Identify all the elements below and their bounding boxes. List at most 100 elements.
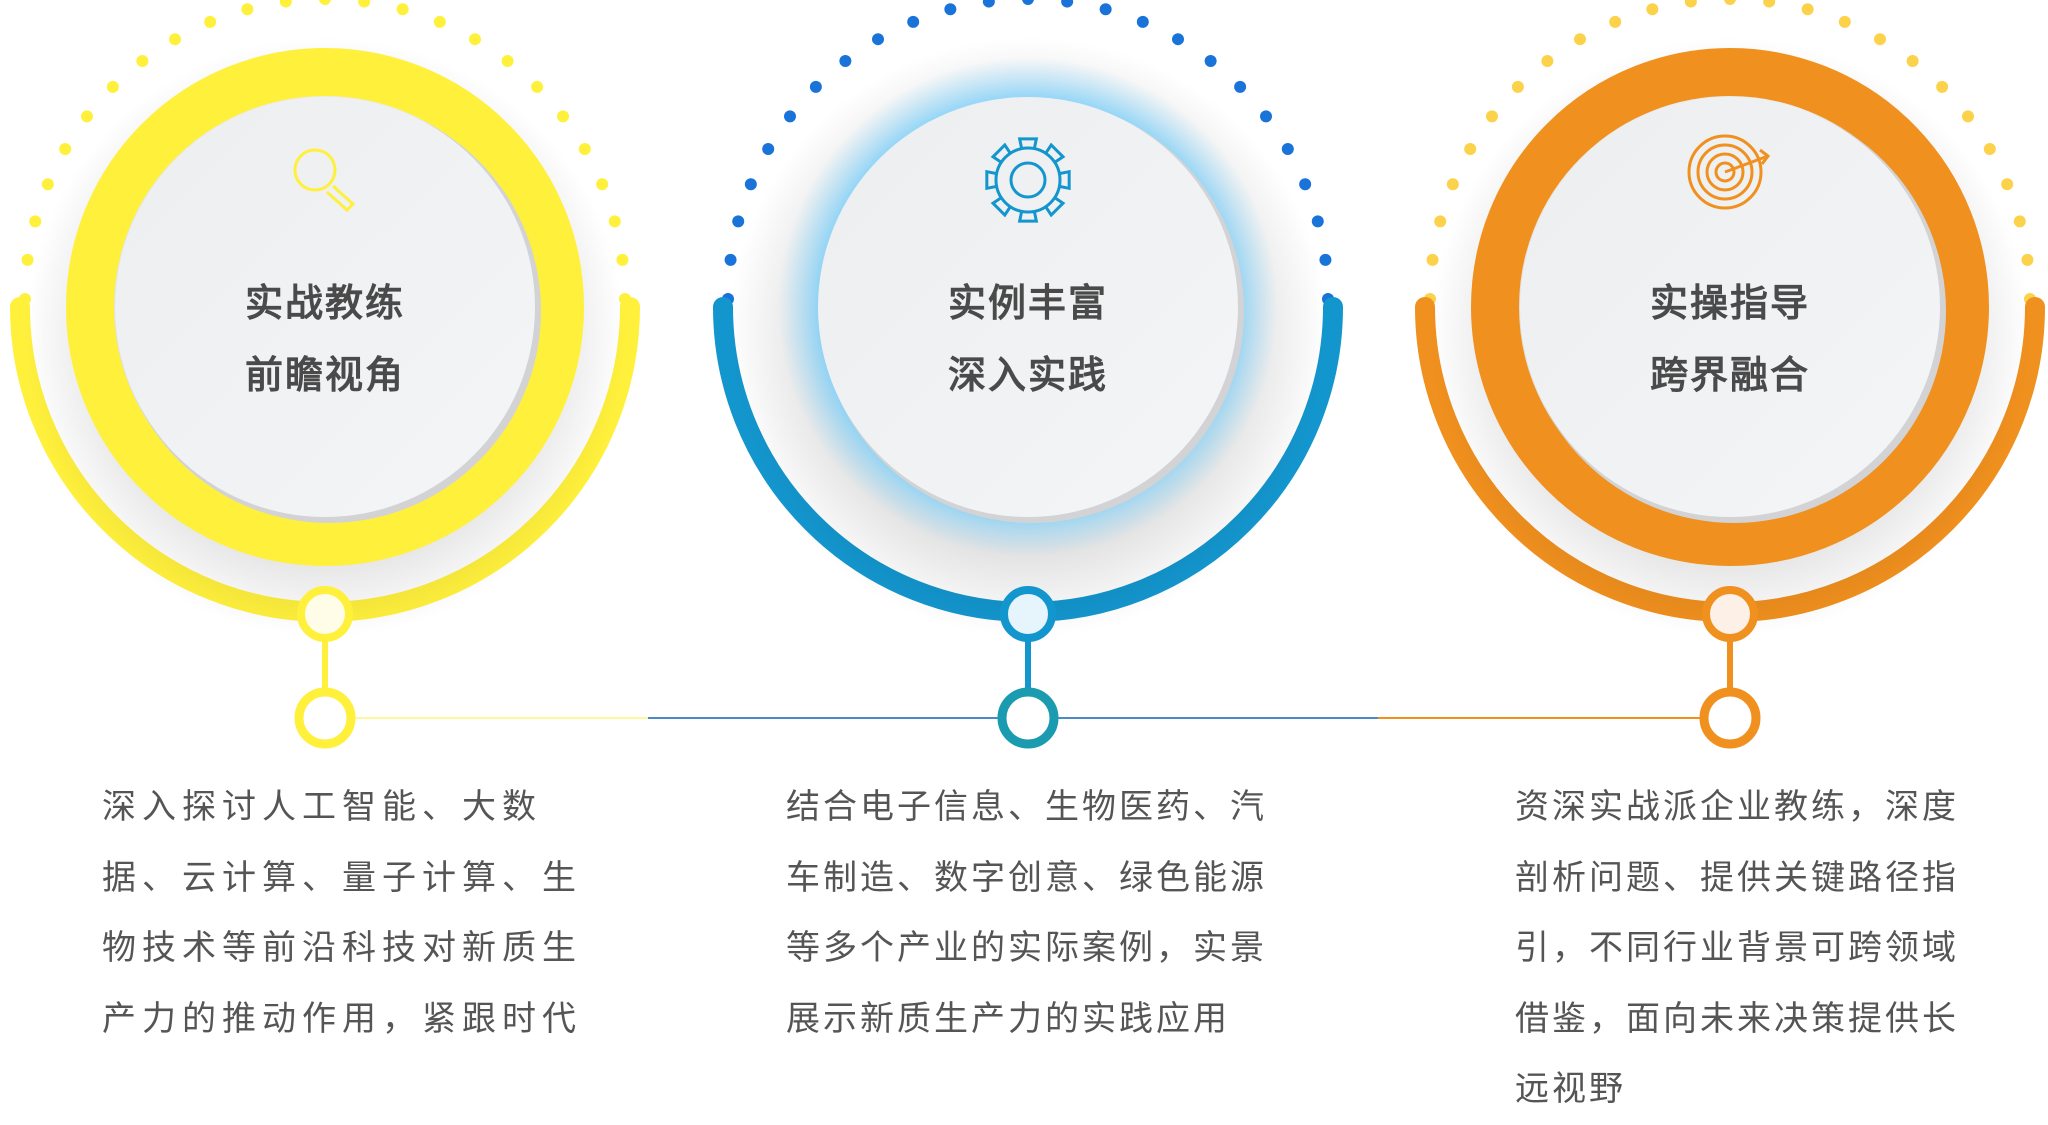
card-title-3: 实操指导跨界融合 — [1580, 267, 1880, 411]
dot — [1234, 80, 1247, 93]
dot — [1936, 80, 1949, 93]
dot — [907, 15, 920, 28]
description-line: 等多个产业的实际案例，实景 — [786, 928, 1267, 968]
dot — [1962, 110, 1975, 123]
dot — [469, 33, 481, 46]
title-line: 前瞻视角 — [244, 353, 405, 397]
dot — [616, 253, 629, 266]
dot — [29, 215, 42, 228]
dot — [1434, 215, 1447, 228]
inner-disc — [115, 97, 535, 517]
dot — [1260, 110, 1273, 123]
dot — [578, 143, 591, 155]
gear-icon — [985, 137, 1071, 223]
description-line: 远视野 — [1515, 1069, 1626, 1109]
dot — [319, 0, 331, 5]
dot — [531, 80, 544, 93]
description-line: 深入探讨人工智能、大数 — [102, 787, 542, 827]
dot — [204, 15, 217, 28]
dot — [358, 0, 371, 8]
dot — [1204, 54, 1217, 67]
dot — [2013, 215, 2026, 228]
dot — [59, 143, 72, 155]
title-line: 实例丰富 — [947, 281, 1108, 325]
dot — [809, 80, 822, 93]
description-line: 产力的推动作用，紧跟时代 — [102, 998, 582, 1039]
target-icon — [1687, 134, 1771, 210]
dot — [501, 54, 514, 67]
card-description-1: 深入探讨人工智能、大数据、云计算、量子计算、生物技术等前沿科技对新质生产力的推动… — [102, 772, 582, 1054]
description-line: 展示新质生产力的实践应用 — [786, 998, 1230, 1039]
description-line: 据、云计算、量子计算、生 — [102, 857, 582, 898]
dot — [241, 3, 254, 16]
card-title-1: 实战教练前瞻视角 — [175, 267, 475, 411]
title-line: 实操指导 — [1649, 281, 1810, 325]
dot — [41, 178, 54, 191]
dot — [1906, 54, 1919, 67]
lower-node — [1699, 687, 1761, 749]
upper-node — [297, 586, 353, 642]
dot — [1311, 215, 1324, 228]
title-line: 跨界融合 — [1649, 353, 1810, 397]
dot — [1022, 0, 1034, 5]
dot — [21, 253, 34, 266]
dot — [1609, 15, 1622, 28]
dot — [169, 33, 181, 46]
dot — [839, 54, 852, 67]
dot — [1511, 80, 1524, 93]
dot — [279, 0, 292, 8]
description-line: 物技术等前沿科技对新质生 — [102, 928, 582, 968]
dot — [1446, 178, 1459, 191]
inner-disc — [1520, 97, 1940, 517]
dot — [80, 110, 93, 123]
dot — [944, 3, 957, 16]
inner-disc — [818, 97, 1238, 517]
dot — [1874, 33, 1886, 46]
dot — [1724, 0, 1736, 5]
description-line: 资深实战派企业教练，深度 — [1515, 787, 1959, 827]
dot — [732, 215, 745, 228]
dot — [1983, 143, 1996, 155]
description-line: 剖析问题、提供关键路径指 — [1515, 857, 1959, 898]
card-description-2: 结合电子信息、生物医药、汽车制造、数字创意、绿色能源等多个产业的实际案例，实景展… — [786, 772, 1267, 1054]
dot — [1574, 33, 1586, 46]
description-line: 结合电子信息、生物医药、汽 — [786, 787, 1267, 827]
dot — [1426, 253, 1439, 266]
dot — [1464, 143, 1477, 155]
dot — [136, 54, 149, 67]
dot — [1801, 3, 1814, 16]
dot — [1281, 143, 1294, 155]
dot — [106, 80, 119, 93]
card-graphic-3 — [1415, 0, 2045, 749]
dot — [608, 215, 621, 228]
magnifier-icon — [293, 148, 356, 213]
dot — [2021, 253, 2034, 266]
dot — [1485, 110, 1498, 123]
dot — [396, 3, 409, 16]
dot — [724, 253, 737, 266]
lower-node — [997, 687, 1059, 749]
card-graphic-2 — [713, 0, 1343, 749]
card-description-3: 资深实战派企业教练，深度剖析问题、提供关键路径指引，不同行业背景可跨领域借鉴，面… — [1515, 772, 1959, 1125]
upper-node — [1702, 586, 1758, 642]
dot — [1838, 15, 1851, 28]
dot — [2001, 178, 2014, 191]
title-line: 深入实践 — [947, 353, 1108, 397]
dot — [1646, 3, 1659, 16]
lower-node — [294, 687, 356, 749]
dot — [1061, 0, 1074, 8]
dot — [1763, 0, 1776, 8]
dot — [1136, 15, 1149, 28]
dot — [762, 143, 775, 155]
title-line: 实战教练 — [244, 281, 405, 325]
description-line: 车制造、数字创意、绿色能源 — [786, 857, 1267, 898]
card-title-2: 实例丰富深入实践 — [878, 267, 1178, 411]
dot — [1299, 178, 1312, 191]
dot — [744, 178, 757, 191]
dot — [1684, 0, 1697, 8]
dot — [982, 0, 995, 8]
card-graphic-1 — [10, 0, 640, 749]
dot — [433, 15, 446, 28]
description-line: 借鉴，面向未来决策提供长 — [1515, 998, 1959, 1039]
